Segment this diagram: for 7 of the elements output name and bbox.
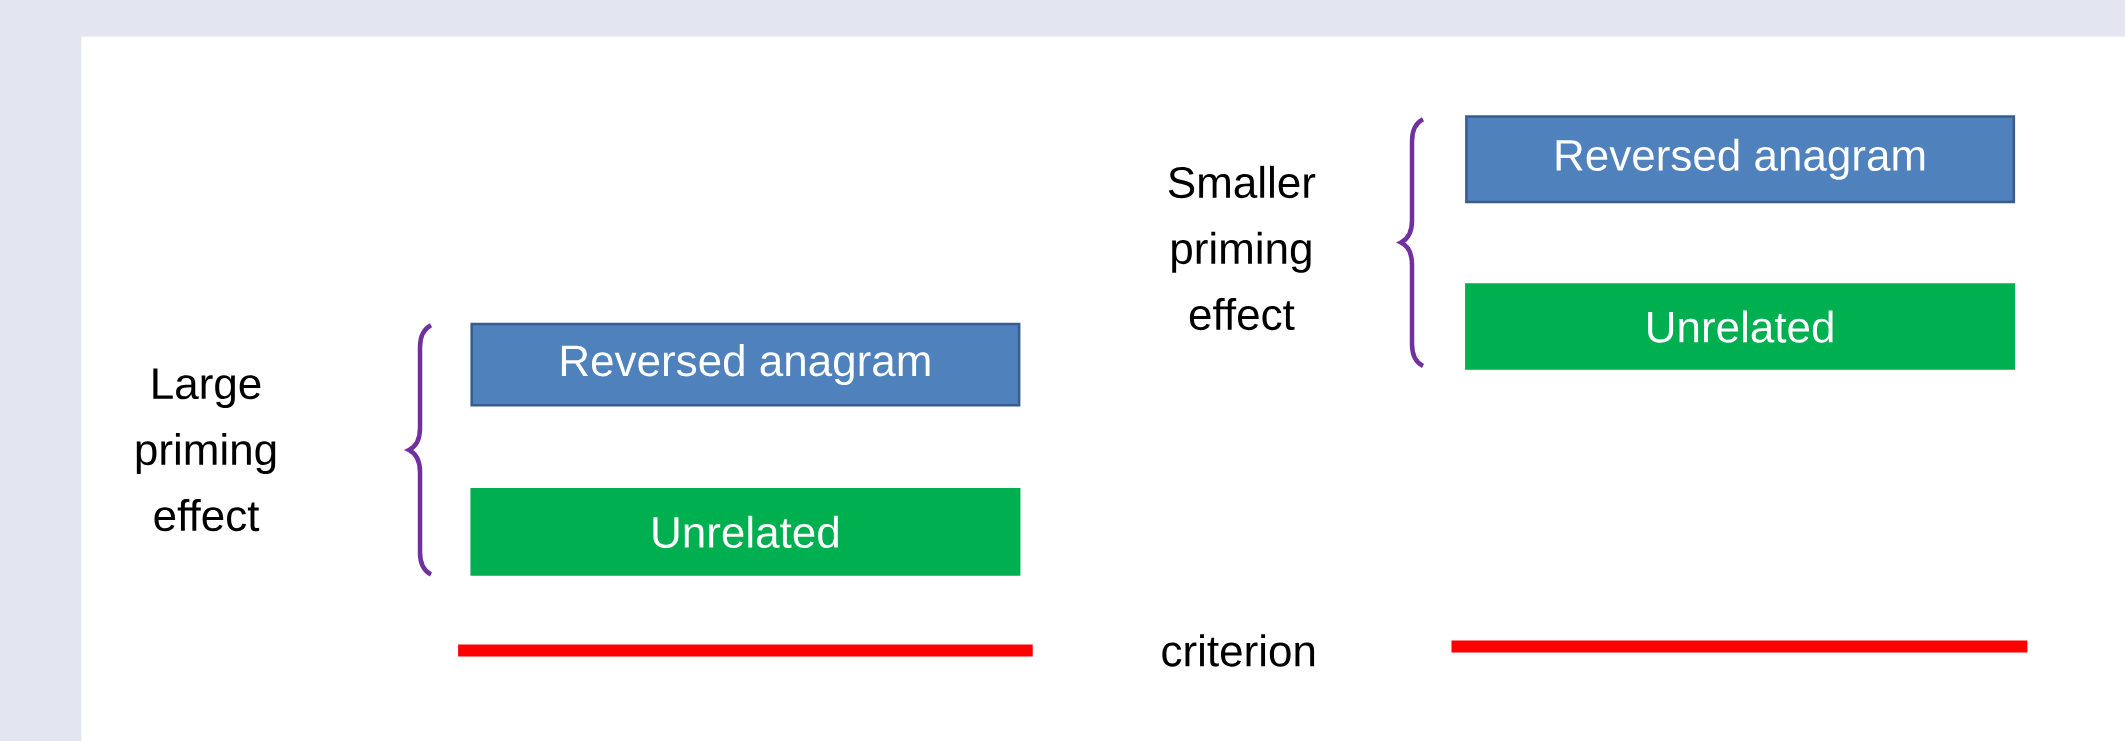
annotation-text: Smaller priming effect [1168,165,1316,331]
condition-box: Reversed anagram [1465,115,2016,204]
annotation-text: criterion [1162,634,1315,667]
condition-box: Reversed anagram [470,322,1021,407]
annotation-text: Large priming effect [136,368,276,532]
condition-box: Unrelated [470,487,1021,576]
condition-box: Unrelated [1465,283,2016,370]
